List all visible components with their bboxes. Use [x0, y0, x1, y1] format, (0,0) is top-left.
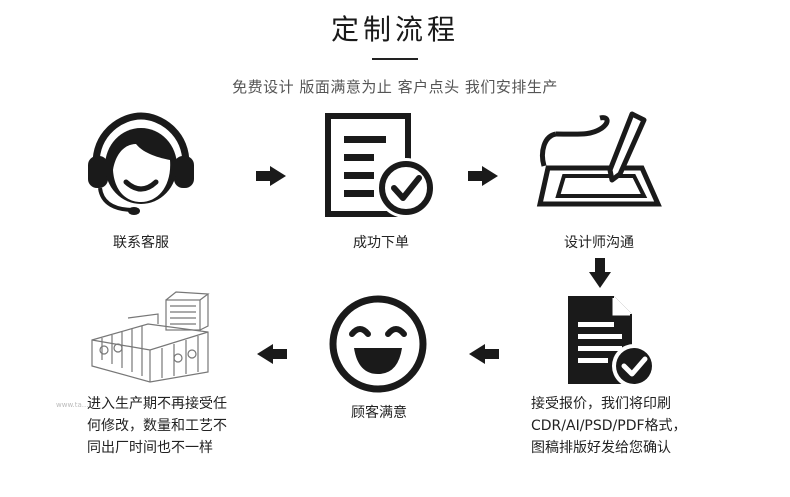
description-line: 图稿排版好发给您确认: [531, 440, 671, 456]
order-document-icon: [325, 113, 436, 218]
design-tablet-icon: [536, 111, 662, 207]
confirm-document-icon: [568, 296, 656, 388]
arrow-right-icon: [468, 166, 498, 186]
description-line: 接受报价，我们将印刷: [531, 396, 671, 412]
customer-service-icon: [88, 112, 194, 215]
arrow-left-icon: [469, 344, 499, 364]
description-line: CDR/AI/PSD/PDF格式，: [531, 418, 687, 434]
step-print-description: 接受报价，我们将印刷 CDR/AI/PSD/PDF格式， 图稿排版好发给您确认: [531, 393, 706, 459]
printing-press-icon: [91, 291, 210, 383]
step-production-description: 进入生产期不再接受任 何修改，数量和工艺不 同出厂时间也不一样: [87, 393, 262, 459]
description-line: 同出厂时间也不一样: [87, 440, 213, 456]
step-satisfied-label: 顾客满意: [351, 405, 407, 421]
arrow-left-icon: [257, 344, 287, 364]
page-subtitle: 免费设计 版面满意为止 客户点头 我们安排生产: [232, 78, 558, 96]
description-line: 进入生产期不再接受任: [87, 396, 227, 412]
page-title: 定制流程: [330, 13, 459, 46]
title-divider: [372, 58, 418, 60]
arrow-down-icon: [589, 258, 611, 288]
description-line: 何修改，数量和工艺不: [87, 418, 227, 434]
step-order-label: 成功下单: [353, 235, 409, 251]
smiling-face-icon: [329, 295, 427, 393]
watermark: www.ta...: [56, 401, 89, 409]
step-designer-label: 设计师沟通: [564, 235, 634, 251]
step-contact-label: 联系客服: [113, 235, 169, 251]
arrow-right-icon: [256, 166, 286, 186]
